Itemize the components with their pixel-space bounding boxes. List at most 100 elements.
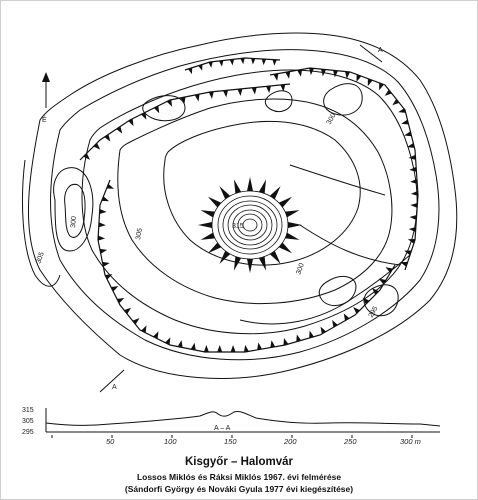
hachure-mark: [409, 214, 417, 220]
mound-contour: [222, 200, 278, 250]
hachure-mark: [97, 235, 106, 241]
contour-line: [22, 159, 61, 287]
mound-spike: [288, 222, 302, 228]
hachure-mark: [102, 261, 110, 267]
section-line-north: [359, 44, 383, 63]
hachure-mark: [407, 143, 415, 148]
contour-line: [163, 120, 361, 266]
mound-spike: [200, 232, 215, 240]
hachure-mark: [400, 261, 408, 267]
hachure-mark: [104, 134, 111, 142]
mound-spike: [285, 210, 300, 218]
topographic-map: É A A 300 305 300 300 305 295 315: [22, 32, 458, 393]
mound-spike: [278, 242, 293, 254]
hachure-mark: [116, 126, 123, 134]
hachure-mark: [378, 278, 386, 285]
mound-spike: [200, 210, 215, 218]
rampart-line: [97, 179, 396, 353]
mound-spike: [269, 186, 281, 200]
hachure-mark: [401, 119, 409, 125]
contour-label: 300: [70, 216, 78, 228]
profile-line: [45, 411, 441, 427]
hachure-mark: [251, 58, 256, 65]
contour-label: 305: [35, 251, 46, 264]
hachure-mark: [410, 190, 419, 196]
hachure-mark: [124, 307, 132, 315]
mound-contour: [227, 204, 273, 246]
mound-spike: [207, 196, 222, 208]
hachure-mark: [297, 69, 303, 77]
contour-label: 315: [232, 223, 244, 230]
hachure-mark: [106, 183, 115, 189]
hachure-mark: [141, 112, 147, 120]
hachure-mark: [343, 313, 350, 321]
hachure-mark: [320, 326, 327, 334]
hachure-mark: [408, 154, 416, 160]
contour-line: [299, 224, 401, 266]
contour-line: [363, 284, 399, 317]
north-label: É: [42, 115, 47, 124]
profile-y-tick: 295: [22, 429, 34, 436]
mound-spike: [285, 232, 300, 240]
profile-x-tick: 50: [106, 437, 115, 446]
hachure-mark: [153, 331, 159, 339]
hachure-mark: [203, 345, 209, 352]
mound-spike: [233, 179, 242, 194]
hachure-mark: [280, 84, 286, 92]
hachure-mark: [410, 202, 418, 208]
hachure-mark: [345, 71, 350, 79]
section-label-a2: A: [112, 384, 117, 391]
hachure-mark: [105, 274, 113, 280]
hachure-mark: [273, 73, 279, 81]
hachure-mark: [285, 71, 291, 79]
hachure-mark: [332, 320, 338, 328]
north-arrow-icon: [42, 72, 50, 108]
hachure-mark: [333, 70, 339, 78]
hachure-mark: [321, 69, 327, 77]
hachure-mark: [404, 131, 412, 137]
hachure-mark: [266, 85, 272, 94]
hachure-mark: [270, 340, 276, 348]
mound-hachures: [198, 177, 302, 273]
hachure-mark: [283, 338, 289, 346]
supplement-credit: (Sándorfi György és Nováki Gyula 1977 év…: [124, 484, 354, 494]
contour-line: [81, 69, 418, 335]
hachure-mark: [410, 178, 418, 184]
mound-spike: [207, 242, 222, 254]
hachure-mark: [223, 90, 229, 98]
hachure-mark: [190, 342, 196, 351]
contour-line: [117, 98, 393, 304]
profile-x-tick: 150: [224, 437, 237, 446]
hachure-mark: [110, 286, 119, 292]
hachure-mark: [116, 298, 125, 304]
section-line-south: [99, 369, 125, 393]
hachure-mark: [98, 222, 106, 228]
hachure-mark: [356, 74, 362, 82]
mound-spike: [247, 259, 253, 273]
hachure-mark: [296, 334, 302, 342]
hachure-mark: [384, 89, 392, 96]
contour-line: [64, 183, 86, 238]
map-title: Kisgyőr – Halomvár: [184, 456, 293, 468]
hachure-mark: [407, 239, 416, 244]
mound-spike: [198, 222, 212, 228]
mound-spike: [269, 250, 281, 264]
hachure-mark: [251, 87, 257, 95]
hachure-mark: [219, 60, 224, 67]
mound-spike: [219, 186, 231, 200]
contour-line: [142, 95, 186, 122]
hachure-mark: [128, 118, 134, 127]
mound-spike: [247, 177, 253, 191]
hachure-mark: [243, 344, 249, 353]
mound-contour: [237, 213, 263, 237]
contour-label: 300: [326, 112, 338, 126]
hachure-mark: [141, 325, 147, 333]
contour-line: [318, 276, 357, 307]
hachure-mark: [229, 59, 235, 66]
hachure-mark: [101, 196, 110, 202]
hachure-mark: [153, 105, 160, 114]
hachure-mark: [208, 61, 213, 68]
hachure-mark: [83, 153, 91, 160]
profile-x-tick: 250: [343, 437, 357, 446]
mound-contour: [242, 218, 258, 232]
